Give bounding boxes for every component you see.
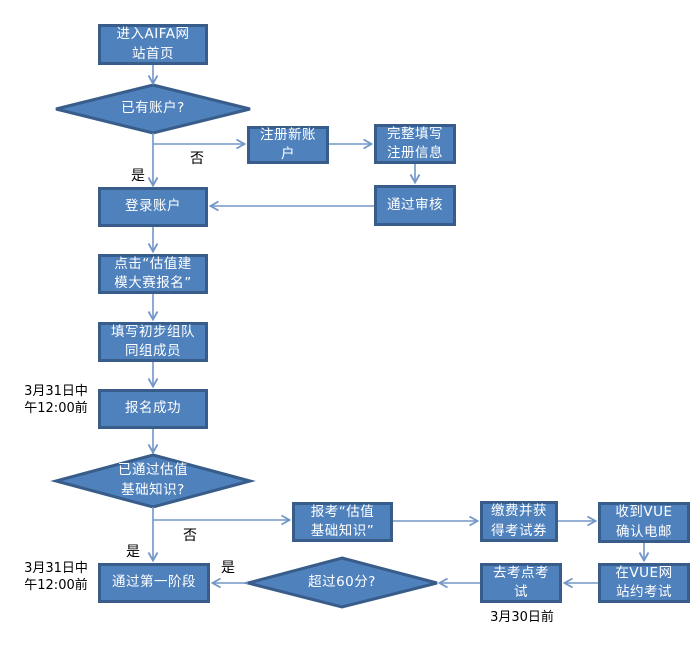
annotation-deadline-stage1: 3月31日中 午12:00前: [24, 561, 88, 593]
node-register-new: 注册新账 户: [247, 126, 329, 164]
node-pay-fee: 缴费并获 得考试券: [480, 501, 558, 542]
decision-passed-basics-shape: [50, 453, 256, 509]
edge-label-no-account: 否: [190, 151, 204, 167]
decision-has-account-shape: [55, 83, 251, 135]
node-click-register: 点击“估值建 模大赛报名”: [98, 254, 208, 294]
node-enter-site: 进入AIFA网 站首页: [98, 24, 208, 65]
node-receive-email: 收到VUE 确认电邮: [598, 502, 690, 543]
node-book-exam: 在VUE网 站约考试: [598, 563, 690, 603]
node-login: 登录账户: [98, 187, 208, 227]
node-pass-review: 通过审核: [374, 185, 456, 226]
edge-label-yes-over60: 是: [221, 560, 235, 576]
node-fill-info: 完整填写 注册信息: [374, 124, 456, 164]
node-register-exam: 报考“估值 基础知识”: [292, 502, 393, 542]
node-pass-stage1: 通过第一阶段: [98, 563, 210, 603]
edge-label-yes-basics: 是: [126, 544, 140, 560]
annotation-deadline-signup: 3月31日中 午12:00前: [24, 384, 88, 416]
edge-label-yes-account: 是: [131, 168, 145, 184]
annotation-deadline-exam: 3月30日前: [490, 610, 554, 625]
node-signup-success: 报名成功: [98, 389, 208, 429]
decision-over-60-shape: [242, 556, 438, 609]
edge-label-no-basics: 否: [183, 528, 197, 544]
node-fill-team: 填写初步组队 同组成员: [98, 322, 208, 362]
node-test-center: 去考点考 试: [480, 563, 562, 603]
